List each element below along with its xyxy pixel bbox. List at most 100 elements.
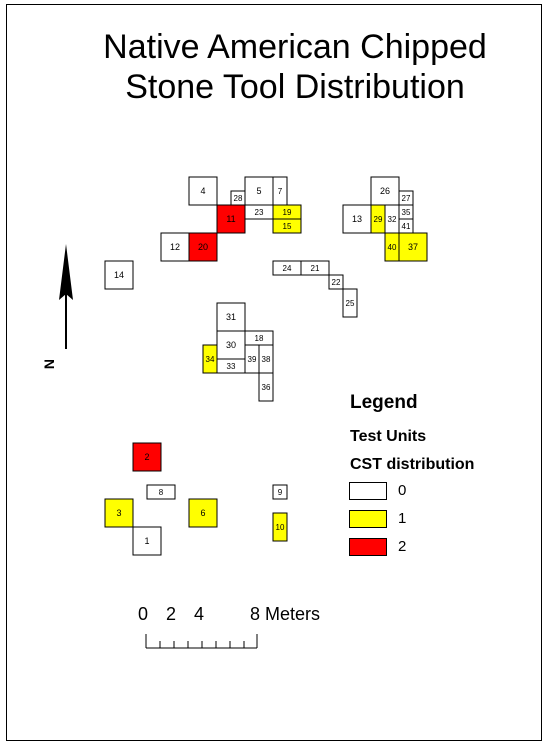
test-unit-28: 28 <box>230 190 246 206</box>
test-unit-33: 33 <box>216 358 246 374</box>
test-unit-label: 24 <box>283 264 292 273</box>
test-unit-label: 29 <box>374 215 383 224</box>
test-unit-5: 5 <box>244 176 274 206</box>
map-frame <box>6 4 542 741</box>
test-unit-label: 10 <box>276 523 285 532</box>
test-unit-30: 30 <box>216 330 246 360</box>
test-unit-label: 18 <box>255 334 264 343</box>
test-unit-label: 21 <box>311 264 320 273</box>
test-unit-label: 36 <box>262 383 271 392</box>
test-unit-box <box>188 232 218 262</box>
test-unit-12: 12 <box>160 232 190 262</box>
test-unit-label: 7 <box>278 187 283 196</box>
test-unit-9: 9 <box>272 484 288 500</box>
test-unit-label: 22 <box>332 278 341 287</box>
test-unit-41: 41 <box>398 218 414 234</box>
test-unit-23: 23 <box>244 204 274 220</box>
scale-label-0: 0 <box>138 604 149 624</box>
test-unit-27: 27 <box>398 190 414 206</box>
test-unit-8: 8 <box>146 484 176 500</box>
scale-label-8-meters: 8 Meters <box>250 604 321 624</box>
test-unit-label: 13 <box>352 214 362 224</box>
test-unit-label: 38 <box>262 355 271 364</box>
test-unit-label: 35 <box>402 208 411 217</box>
test-unit-label: 25 <box>346 299 355 308</box>
test-unit-10: 10 <box>272 512 288 542</box>
test-unit-label: 41 <box>402 222 411 231</box>
test-unit-19: 19 <box>272 204 302 220</box>
test-unit-label: 39 <box>248 355 257 364</box>
test-unit-label: 34 <box>206 355 215 364</box>
test-unit-20: 20 <box>188 232 218 262</box>
test-unit-box <box>132 526 162 556</box>
test-unit-label: 14 <box>114 270 124 280</box>
legend-value-0: 0 <box>398 482 407 499</box>
test-unit-box <box>188 176 218 206</box>
test-unit-label: 3 <box>116 508 121 518</box>
test-unit-box <box>160 232 190 262</box>
test-unit-label: 5 <box>256 186 261 196</box>
test-unit-label: 11 <box>226 214 235 224</box>
test-unit-38: 38 <box>258 344 274 374</box>
test-unit-13: 13 <box>342 204 372 234</box>
test-unit-label: 28 <box>234 194 243 203</box>
test-unit-label: 23 <box>255 208 264 217</box>
test-unit-label: 26 <box>380 186 390 196</box>
test-unit-label: 15 <box>283 222 292 231</box>
test-unit-box <box>272 484 288 500</box>
test-unit-22: 22 <box>328 274 344 290</box>
test-unit-label: 4 <box>200 186 205 196</box>
north-label: N <box>41 358 58 370</box>
legend-swatch-0 <box>349 482 387 500</box>
test-unit-box <box>258 372 274 402</box>
test-unit-35: 35 <box>398 204 414 220</box>
test-unit-label: 2 <box>144 452 149 462</box>
test-unit-14: 14 <box>104 260 134 290</box>
legend-subheading: Test Units <box>350 428 427 445</box>
test-unit-39: 39 <box>244 344 260 374</box>
test-unit-15: 15 <box>272 218 302 234</box>
test-unit-2: 2 <box>132 442 162 472</box>
test-unit-box <box>104 498 134 528</box>
test-unit-6: 6 <box>188 498 218 528</box>
legend-swatch-2 <box>349 538 387 556</box>
test-unit-box <box>104 260 134 290</box>
test-unit-label: 27 <box>402 194 411 203</box>
test-unit-box <box>370 176 400 206</box>
legend-swatch-1 <box>349 510 387 528</box>
legend-field-label: CST distribution <box>350 456 475 473</box>
test-unit-21: 21 <box>300 260 330 276</box>
test-unit-31: 31 <box>216 302 246 332</box>
scale-bar <box>145 634 258 649</box>
test-unit-label: 33 <box>227 362 236 371</box>
map-title-line-1: Native American Chipped <box>103 28 487 66</box>
test-unit-box <box>132 442 162 472</box>
test-unit-box <box>272 512 288 542</box>
test-unit-11: 11 <box>216 204 246 234</box>
test-unit-box <box>188 498 218 528</box>
legend-value-2: 2 <box>398 538 407 555</box>
test-unit-label: 37 <box>408 242 418 252</box>
test-unit-box <box>146 484 176 500</box>
test-unit-37: 37 <box>398 232 428 262</box>
test-unit-34: 34 <box>202 344 218 374</box>
test-unit-3: 3 <box>104 498 134 528</box>
test-unit-label: 20 <box>198 242 208 252</box>
map-title-line-2: Stone Tool Distribution <box>125 68 465 106</box>
test-unit-label: 31 <box>226 312 236 322</box>
test-unit-18: 18 <box>244 330 274 346</box>
test-unit-box <box>328 274 344 290</box>
test-unit-label: 8 <box>159 488 164 497</box>
scale-label-4: 4 <box>194 604 205 624</box>
test-unit-29: 29 <box>370 204 386 234</box>
test-unit-label: 6 <box>200 508 205 518</box>
test-unit-label: 32 <box>388 215 397 224</box>
scale-label-2: 2 <box>166 604 177 624</box>
test-unit-label: 30 <box>226 340 236 350</box>
test-unit-32: 32 <box>384 204 400 234</box>
test-unit-4: 4 <box>188 176 218 206</box>
test-unit-box <box>342 288 358 318</box>
legend-value-1: 1 <box>398 510 407 527</box>
test-unit-26: 26 <box>370 176 400 206</box>
